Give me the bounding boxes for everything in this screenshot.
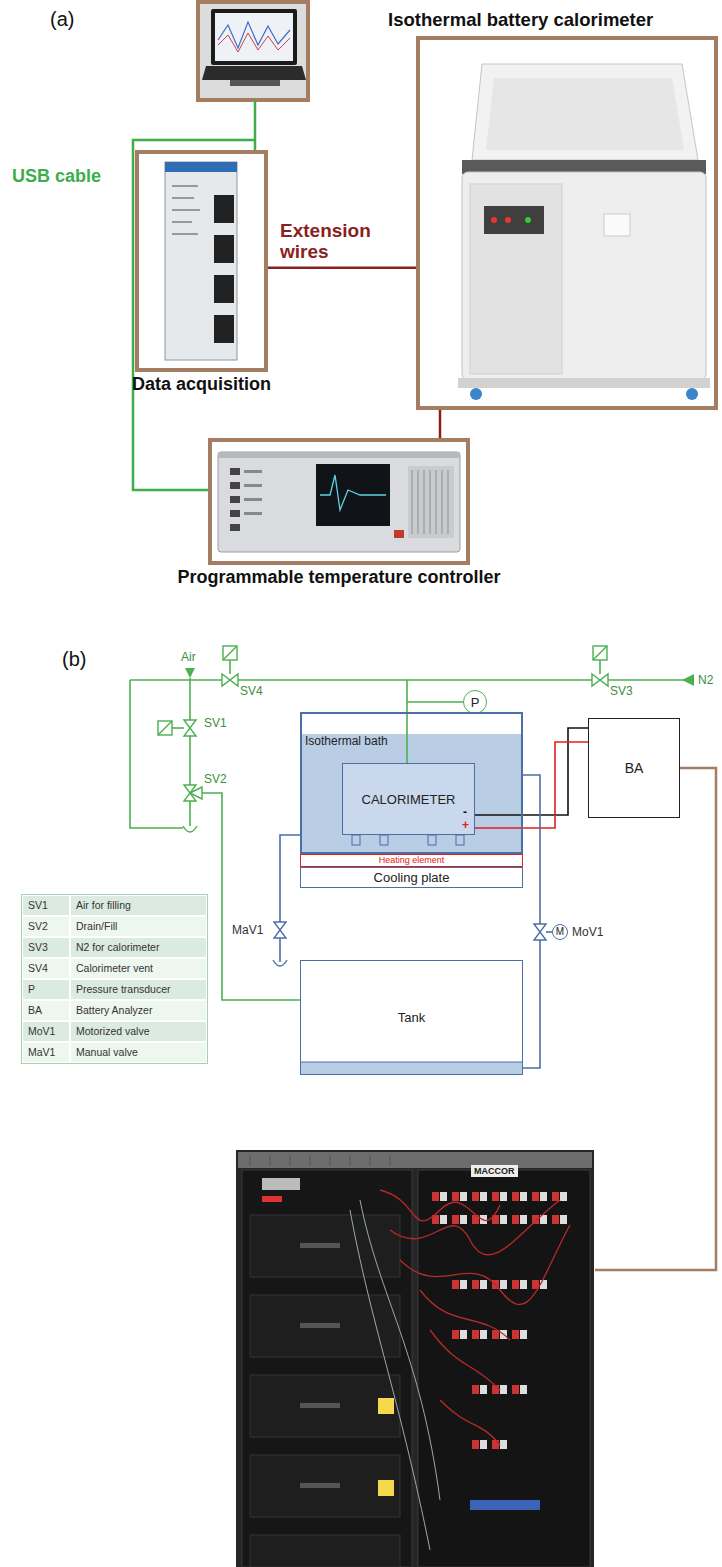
table-cell: Motorized valve [70,1021,207,1042]
valve-symbols [158,646,608,832]
table-cell: Drain/Fill [70,916,207,937]
pressure-gauge: P [463,690,487,714]
cooling-plate: Cooling plate [300,867,523,888]
instrument-frame: Data acquisition [135,150,268,372]
cable-label: USB cable [12,166,101,187]
table-cell: BA [22,1000,70,1021]
panel-letter: (b) [62,648,86,671]
analyzer-cable [595,768,716,1270]
valve-tag: MaV1 [232,923,263,937]
analyzer-box: BA [588,718,680,818]
box-heading: Data acquisition [132,374,271,395]
table-cell: SV2 [22,916,70,937]
table-cell: MoV1 [22,1021,70,1042]
motor-symbol: M [552,924,568,940]
valve-tag: SV2 [204,772,227,786]
box-label: M [556,927,564,937]
table-cell: Manual valve [70,1042,207,1063]
connector-label: Extension wires [280,220,405,262]
table-cell: SV3 [22,937,70,958]
table-cell: Calorimeter vent [70,958,207,979]
box-label: BA [625,760,644,776]
bath-fill [301,734,522,1074]
gas-lines [130,660,688,1000]
cycler-photo [236,1150,594,1567]
table-cell: Air for filling [70,895,207,916]
calorimeter-box: CALORIMETER [342,763,475,835]
valve-tag: SV3 [610,684,633,698]
tank-box: Tank [300,960,523,1075]
connector [475,742,588,828]
table-frame [22,895,208,1064]
heater-band: Heating element [300,854,523,867]
box-label: Heating element [379,856,445,865]
box-label: Isothermal bath [305,734,388,748]
usb-cable [133,100,255,490]
table-cell: MaV1 [22,1042,70,1063]
table-cell: Battery Analyzer [70,1000,207,1021]
valve-tag: MoV1 [572,925,603,939]
arrowhead [682,674,694,686]
calorimeter-illustration [458,64,710,400]
table-cell: N2 for calorimeter [70,937,207,958]
box-label: P [471,695,480,710]
arrowhead [185,668,195,678]
table-cell: SV4 [22,958,70,979]
terminal-sign: + [462,818,469,832]
connector [268,266,416,269]
box-heading: Isothermal battery calorimeter [388,9,653,31]
valve-tag: SV4 [240,684,263,698]
table-cell: P [22,979,70,1000]
connector [475,728,588,815]
valve-tag: SV1 [204,716,227,730]
box-heading: Programmable temperature controller [177,567,500,588]
box-label: CALORIMETER [362,792,456,807]
box-label: Tank [398,1010,425,1025]
daq-illustration [165,162,237,360]
gas-label: Air [181,650,196,664]
instrument-frame: Programmable temperature controller [208,438,470,565]
table-cell: Pressure transducer [70,979,207,1000]
box-label: Cooling plate [374,870,450,885]
bath-box: Isothermal bathCALORIMETER [300,712,523,854]
water-lines [280,835,552,962]
connector [523,775,540,1068]
laptop-illustration [198,2,308,100]
gas-label: N2 [698,673,713,687]
brand-plate: MACCOR [471,1165,518,1177]
instrument-frame: Isothermal battery calorimeter [416,36,718,410]
table-cell: SV1 [22,895,70,916]
panel-letter: (a) [50,8,74,31]
connector [439,410,442,438]
terminal-sign: - [463,805,467,819]
controller-illustration [218,452,460,552]
